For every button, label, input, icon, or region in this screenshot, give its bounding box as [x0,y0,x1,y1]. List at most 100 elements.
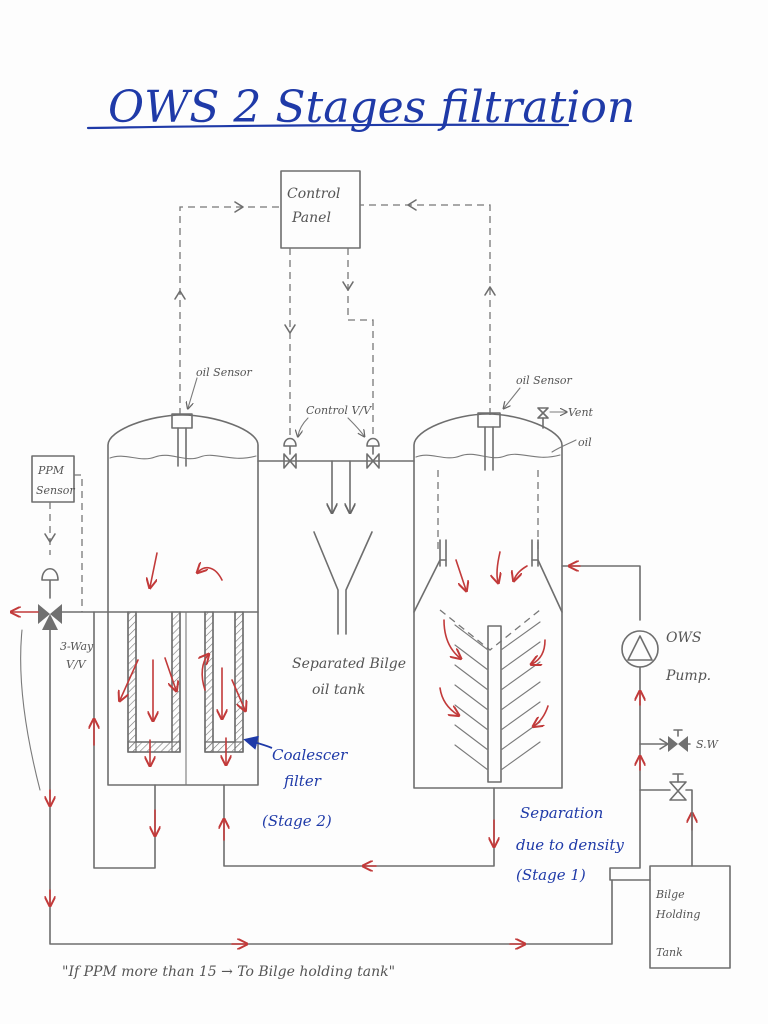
ppm-signal-arrow [44,533,56,543]
signal-arrow-right-left [407,199,417,211]
separation-label-line1: Separation [520,804,603,822]
bilge-holding-tank [649,865,731,969]
flow-arrow-rt-3 [514,565,528,580]
suction-valve [669,781,687,801]
three-way-valve-actuator [41,567,59,599]
vent-label: Vent [568,406,594,419]
flow-arrow-rt-2 [497,551,500,582]
oil-sensor-left-pointer [188,377,198,408]
signal-arrow-left-right [234,201,244,213]
flow-arrow-lt-5 [164,657,176,690]
right-oil-sensor [477,412,501,428]
coalescer-right-hatch-b [234,611,244,753]
coalescer-label-line2: filter [283,772,322,790]
pipe-suction-right [639,789,693,867]
control-valve-left [283,453,297,469]
signal-arrow-right-up [484,286,496,296]
bilge-tank-label-line1: Bilge [655,888,685,901]
signal-arrow-cv-right [342,281,354,291]
ppm-sensor-label-line1: PPM [37,464,65,477]
ows-pump-label-line1: OWS [666,630,701,646]
control-panel-label-line1: Control [287,186,340,202]
separator-plates [454,621,541,771]
coalescer-pointer [243,735,273,750]
separated-bilge-tank-label-line1: Separated Bilge [292,656,406,672]
flow-arrow-rt-1 [455,559,466,590]
pipe-left-tank-outlet [93,611,156,869]
control-valve-label: Control V/V [306,404,372,417]
signal-arrow-cv-left [284,324,296,334]
ows-pump-triangle [627,635,653,661]
oil-sensor-right-pointer [504,387,521,408]
flow-arrow-lt-2 [198,568,223,581]
three-way-valve-label-line2: V/V [66,658,87,671]
signal-line-control-valve-right [347,248,374,438]
sw-label: S.W [696,738,720,751]
cv-pointer-left [298,417,309,436]
control-panel-label-line2: Panel [291,210,331,226]
right-tank-funnel-lip-left [439,539,447,567]
flow-arrow-rt-5 [439,687,458,715]
ppm-sensor-signal [74,474,83,612]
separated-bilge-oil-funnel [313,531,373,635]
signal-arrow-left-up [174,290,186,300]
coalescer-filter-right-inner [212,611,236,743]
control-valve-right-actuator [366,437,380,455]
cv-pointer-right [347,417,364,436]
right-tank-oil-level [415,453,561,459]
coalescer-right-hatch-a [204,611,214,753]
sw-valve [668,736,688,752]
control-panel-box [280,170,361,249]
oil-sensor-left-label: oil Sensor [196,366,253,379]
suction-valve-stem [672,773,684,783]
left-oil-sensor [171,413,193,429]
ows-pump-label-line2: Pump. [665,668,711,684]
coalescer-label-line1: Coalescer [272,746,348,764]
left-tank-oil-level [109,454,257,460]
separation-label-line3: (Stage 1) [516,866,586,884]
oil-sensor-right-label: oil Sensor [516,374,573,387]
three-way-valve-label-line1: 3-Way [60,640,94,653]
hull-curve [20,629,41,791]
left-tank-shell [107,414,259,786]
coalescer-label-line3: (Stage 2) [262,812,332,830]
separator-center-column [487,625,502,783]
control-valve-left-actuator [283,437,297,455]
coalescer-filter-left-inner [135,611,173,743]
coalescer-right-hatch-c [204,741,244,753]
flow-arrow-rt-4 [443,619,460,658]
three-way-valve-body [38,604,62,630]
pipe-recirculation [49,629,613,945]
oil-label: oil [578,436,592,449]
bilge-tank-label-line2: Holding [655,908,700,921]
separation-label-line2: due to density [516,836,624,854]
sw-arrow [659,738,669,750]
right-tank-shell [413,413,563,789]
pump-line [561,565,641,621]
ppm-sensor-box [31,455,75,503]
flow-arrow-lt-1 [150,552,158,587]
signal-line-right-sensor [360,204,491,415]
flow-arrow-lt-3 [120,659,139,700]
ppm-sensor-label-line2: Sensor [36,484,75,497]
signal-line-left-sensor [179,206,281,415]
title-underline [86,123,570,130]
right-tank-funnel-lip-right [531,539,539,567]
flow-arrow-rt-6 [532,639,546,664]
flow-arrow-lt-7 [202,655,208,691]
right-tank-funnel [413,559,563,613]
flow-arrow-rt-7 [534,705,549,726]
bilge-tank-label-line3: Tank [656,946,683,959]
pipe-pump-suction [609,666,651,881]
coalescer-left-hatch-c [127,741,181,753]
separated-bilge-tank-label-line2: oil tank [312,682,365,698]
control-valve-right [366,453,380,469]
coalescer-left-hatch-a [127,611,137,753]
vent-valve-icon [537,407,549,419]
footnote: "If PPM more than 15 → To Bilge holding … [62,964,395,980]
right-tank-funnel-dashed [439,609,541,651]
flow-arrow-lt-9 [231,679,245,710]
sw-valve-stem [673,729,683,737]
